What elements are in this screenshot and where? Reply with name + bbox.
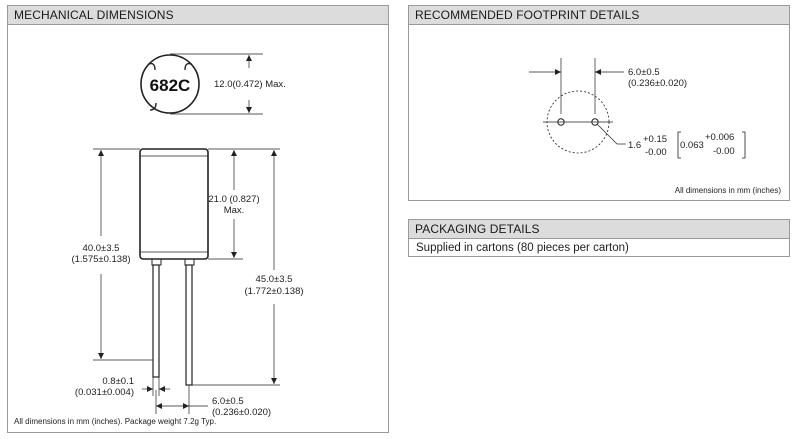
- mechanical-dimensions-title: MECHANICAL DIMENSIONS: [8, 6, 388, 25]
- footprint-panel: RECOMMENDED FOOTPRINT DETAILS 6.0±0.5: [408, 5, 790, 201]
- body-height-label-1: 21.0 (0.827): [208, 194, 259, 205]
- body-height-label-2: Max.: [224, 205, 245, 216]
- packaging-panel: PACKAGING DETAILS Supplied in cartons (8…: [408, 219, 790, 257]
- lead-left: [152, 264, 160, 378]
- lead-right: [185, 264, 193, 386]
- total-height-label-1: 45.0±3.5: [256, 274, 293, 285]
- lead-spacing-label-1: 6.0±0.5: [212, 396, 244, 407]
- hole-size-plus: +0.15: [643, 134, 667, 145]
- footprint-footer-note: All dimensions in mm (inches): [674, 186, 781, 195]
- hole-inch-plus: +0.006: [705, 132, 734, 143]
- footprint-spacing-label-2: (0.236±0.020): [628, 78, 687, 89]
- mechanical-dimensions-panel: MECHANICAL DIMENSIONS: [7, 5, 389, 433]
- lead-diameter-label-2: (0.031±0.004): [75, 387, 134, 398]
- hole-inch-minus: -0.00: [713, 146, 735, 157]
- lead-spacing-label-2: (0.236±0.020): [212, 407, 271, 418]
- footprint-drawing: 6.0±0.5 (0.236±0.020) 1.6 +0.15 -0.00 0.…: [529, 58, 746, 159]
- height-label-1: 40.0±3.5: [83, 243, 120, 254]
- total-height-label-2: (1.772±0.138): [244, 286, 303, 297]
- capacitor-marking: 682C: [150, 76, 191, 95]
- footprint-title: RECOMMENDED FOOTPRINT DETAILS: [409, 6, 789, 25]
- hole-inch-nominal: 0.063: [680, 140, 704, 151]
- footprint-spacing-label-1: 6.0±0.5: [628, 67, 660, 78]
- footprint-hole-right: [591, 118, 599, 126]
- height-label-2: (1.575±0.138): [71, 254, 130, 265]
- mechanical-footer-note: All dimensions in mm (inches). Package w…: [14, 417, 217, 426]
- footprint-hole-left: [557, 118, 565, 126]
- hole-size-nominal: 1.6: [628, 140, 641, 151]
- packaging-title: PACKAGING DETAILS: [409, 220, 789, 239]
- packaging-text: Supplied in cartons (80 pieces per carto…: [416, 242, 629, 254]
- diameter-label: 12.0(0.472) Max.: [214, 79, 286, 90]
- lead-diameter-label-1: 0.8±0.1: [102, 376, 134, 387]
- hole-size-minus: -0.00: [645, 147, 667, 158]
- capacitor-body: [139, 148, 209, 260]
- mechanical-drawing: 682C 12.0(0.472) Max. 21.0 (0.827) Max. …: [71, 53, 304, 418]
- capacitor-top-view: [140, 54, 200, 114]
